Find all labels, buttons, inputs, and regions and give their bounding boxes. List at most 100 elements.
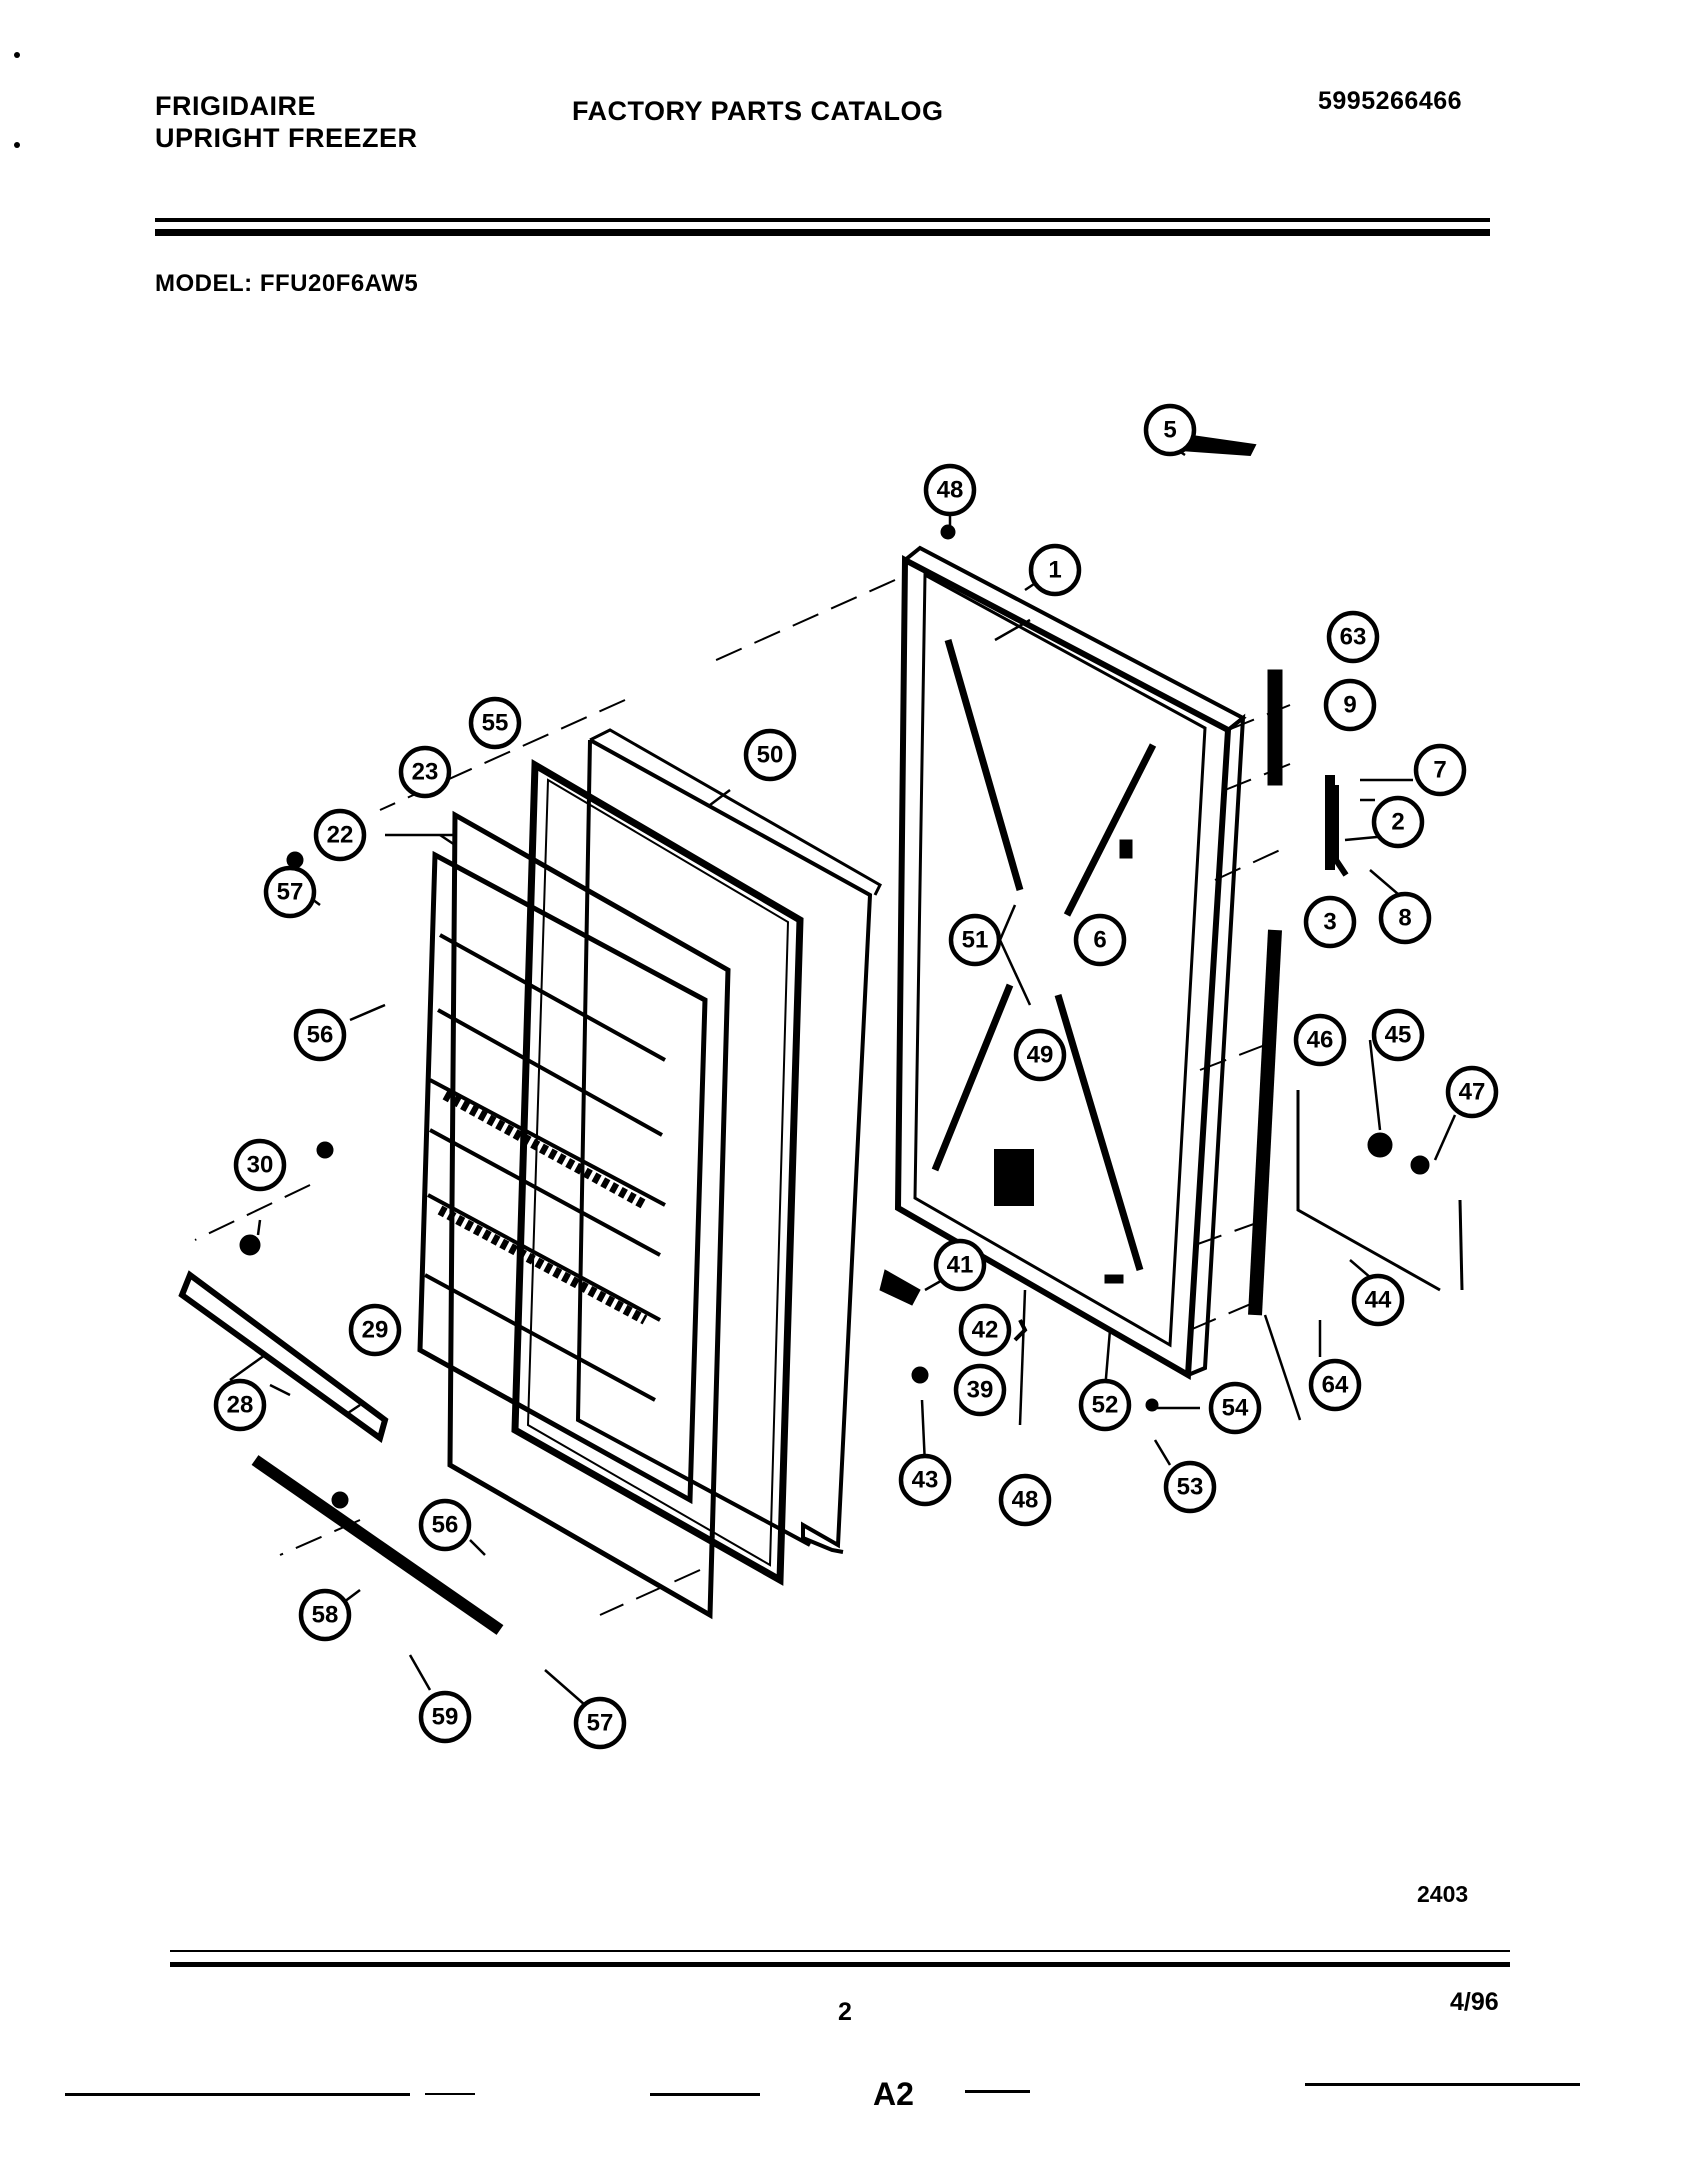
diagram-artwork: [178, 433, 1464, 1706]
callout-bubble: [1303, 895, 1357, 949]
part-callout-48: 48: [923, 463, 977, 517]
callout-bubble: [923, 463, 977, 517]
callout-label: 46: [1307, 1027, 1334, 1054]
callout-label: 59: [432, 1704, 459, 1731]
callout-label: 48: [937, 477, 964, 504]
callout-bubble: [1163, 1460, 1217, 1514]
scan-dot: [14, 52, 20, 58]
part-callout-57: 57: [573, 1696, 627, 1750]
callout-label: 47: [1459, 1079, 1486, 1106]
part-callout-47: 47: [1445, 1065, 1499, 1119]
callout-bubble: [1326, 610, 1380, 664]
callout-bubble: [1028, 543, 1082, 597]
product-name: UPRIGHT FREEZER: [155, 123, 418, 154]
part-callout-55: 55: [468, 696, 522, 750]
callout-bubble: [1371, 795, 1425, 849]
part-callout-7: 7: [1413, 743, 1467, 797]
part-callout-49: 49: [1013, 1028, 1067, 1082]
part-callout-8: 8: [1378, 891, 1432, 945]
brand-block: FRIGIDAIRE UPRIGHT FREEZER: [155, 90, 418, 155]
footer-rule: [170, 1962, 1510, 1967]
callout-bubble: [1413, 743, 1467, 797]
part-callout-56: 56: [418, 1498, 472, 1552]
callout-label: 8: [1398, 905, 1411, 932]
part-callout-1: 1: [1028, 543, 1082, 597]
outer-door-panel: [894, 545, 1247, 1381]
callout-label: 56: [307, 1022, 334, 1049]
callout-label: 2: [1391, 809, 1404, 836]
model-number: FFU20F6AW5: [259, 270, 419, 297]
callout-label: 41: [947, 1252, 974, 1279]
callout-label: 44: [1365, 1287, 1392, 1314]
callout-label: 57: [587, 1710, 614, 1737]
callout-label: 58: [312, 1602, 339, 1629]
callout-label: 54: [1222, 1395, 1249, 1422]
callout-label: 42: [972, 1317, 999, 1344]
callout-bubble: [313, 808, 367, 862]
callout-bubble: [263, 865, 317, 919]
callout-bubble: [1293, 1013, 1347, 1067]
exploded-parts-diagram: 1235678922232829303941424344454647484849…: [178, 403, 1499, 1750]
part-callout-57: 57: [263, 865, 317, 919]
callout-label: 7: [1433, 757, 1446, 784]
part-callout-56: 56: [293, 1008, 347, 1062]
hinge-and-handle: [178, 433, 1464, 1635]
part-callout-58: 58: [298, 1588, 352, 1642]
header-rule-thin: [155, 218, 1490, 222]
part-callout-42: 42: [958, 1303, 1012, 1357]
callout-bubble: [1013, 1028, 1067, 1082]
callout-label: 56: [432, 1512, 459, 1539]
alignment-lines: [194, 579, 1301, 1616]
part-callout-29: 29: [348, 1303, 402, 1357]
callout-label: 6: [1093, 927, 1106, 954]
part-callout-45: 45: [1371, 1008, 1425, 1062]
callout-label: 43: [912, 1467, 939, 1494]
callout-bubble: [1445, 1065, 1499, 1119]
callout-label: 28: [227, 1392, 254, 1419]
callout-label: 49: [1027, 1042, 1054, 1069]
part-callout-22: 22: [313, 808, 367, 862]
callout-bubble: [293, 1008, 347, 1062]
callout-label: 57: [277, 879, 304, 906]
part-callout-53: 53: [1163, 1460, 1217, 1514]
callout-bubble: [1308, 1358, 1362, 1412]
part-callout-50: 50: [743, 728, 797, 782]
part-callout-39: 39: [953, 1363, 1007, 1417]
catalog-number: 5995266466: [1318, 87, 1463, 115]
callout-bubble: [1351, 1273, 1405, 1327]
callout-label: 39: [967, 1377, 994, 1404]
model-line: MODEL: FFU20F6AW5: [155, 270, 418, 299]
callout-label: 51: [962, 927, 989, 954]
part-callout-48: 48: [998, 1473, 1052, 1527]
revision-date: 4/96: [1450, 1988, 1499, 2016]
callout-label: 50: [757, 742, 784, 769]
callout-bubble: [418, 1690, 472, 1744]
callout-bubble: [933, 1238, 987, 1292]
callout-label: 45: [1385, 1022, 1412, 1049]
part-callout-63: 63: [1326, 610, 1380, 664]
callout-label: 52: [1092, 1392, 1119, 1419]
part-callout-23: 23: [398, 745, 452, 799]
model-label: MODEL:: [155, 270, 253, 297]
part-callout-54: 54: [1208, 1381, 1262, 1435]
part-callout-52: 52: [1078, 1378, 1132, 1432]
callout-bubble: [1378, 891, 1432, 945]
callout-label: 9: [1343, 692, 1356, 719]
part-callout-64: 64: [1308, 1358, 1362, 1412]
scan-mark: [965, 2090, 1030, 2093]
part-callout-51: 51: [948, 913, 1002, 967]
callout-label: 3: [1323, 909, 1336, 936]
callout-label: 53: [1177, 1474, 1204, 1501]
scan-mark: [425, 2093, 475, 2095]
callout-bubble: [1078, 1378, 1132, 1432]
callout-bubble: [1143, 403, 1197, 457]
part-callout-2: 2: [1371, 795, 1425, 849]
callout-label: 55: [482, 710, 509, 737]
inner-door-liner: [417, 810, 731, 1620]
scan-mark: [650, 2093, 760, 2096]
callout-label: 5: [1163, 417, 1176, 444]
callout-bubble: [898, 1453, 952, 1507]
part-callout-28: 28: [213, 1378, 267, 1432]
callout-bubble: [998, 1473, 1052, 1527]
drawing-number: 2403: [1417, 1881, 1469, 1907]
